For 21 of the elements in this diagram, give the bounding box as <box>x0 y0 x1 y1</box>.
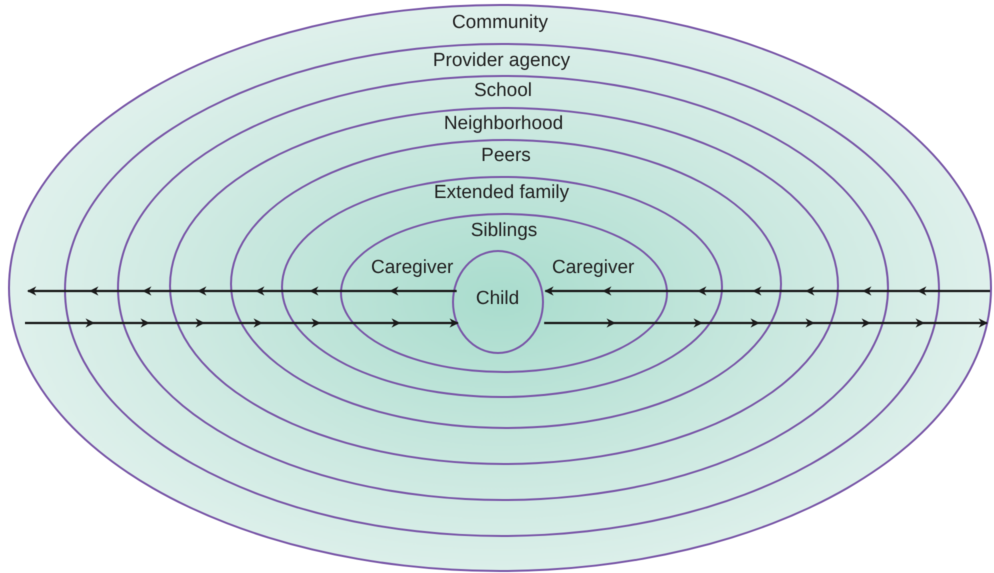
arrow <box>27 286 457 296</box>
ring-label: Provider agency <box>432 50 570 70</box>
child-circle <box>452 250 544 354</box>
ring-label: Neighborhood <box>444 112 564 134</box>
ring-ellipse <box>117 75 889 501</box>
arrow <box>544 286 990 296</box>
ring-ellipse <box>340 213 668 373</box>
ring-label: School <box>474 80 532 101</box>
caregiver-label: Caregiver <box>371 257 454 279</box>
caregiver-label: Caregiver <box>552 257 634 279</box>
ring-ellipse <box>64 42 940 536</box>
ring-label: Siblings <box>470 220 538 241</box>
ring-label: Peers <box>481 145 531 166</box>
ring-ellipse <box>230 139 782 429</box>
ring-label: Extended family <box>434 182 570 202</box>
arrow <box>25 318 459 328</box>
ring-ellipse <box>168 106 838 464</box>
center-label: Child <box>476 288 520 308</box>
arrow <box>544 318 988 328</box>
ring-label: Community <box>452 12 548 33</box>
ring-ellipse <box>280 176 722 398</box>
